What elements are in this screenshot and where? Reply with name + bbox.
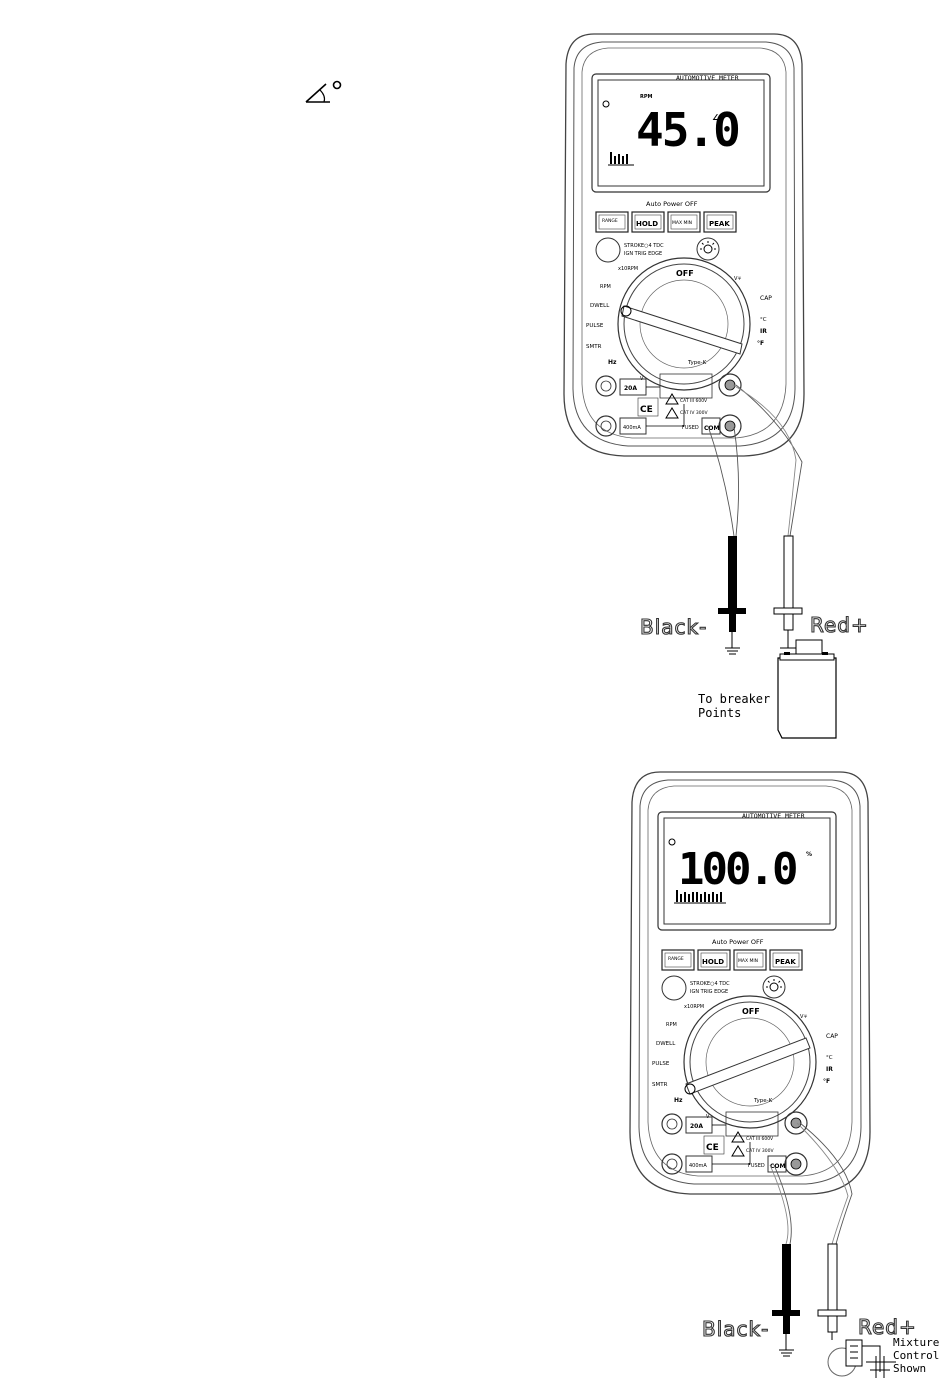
meter-2-auto-power: Auto Power OFF	[712, 938, 764, 946]
meter-1-warning-2: CAT IV 300V	[680, 410, 708, 416]
meter-1-brand: AUTOMOTIVE METER	[676, 74, 739, 82]
meter-1-dial-rpm: RPM	[600, 284, 611, 290]
meter-2-dial-pulse: PULSE	[652, 1061, 670, 1067]
probe-2-red-label: Red+	[858, 1315, 917, 1339]
multimeter-2: AUTOMOTIVE METER 100.0 % Auto Power OFF …	[629, 771, 871, 1195]
meter-1-ce-mark: CE	[640, 405, 653, 415]
coil-label-line-1: To breaker	[698, 692, 770, 706]
meter-2-btn-range[interactable]: RANGE	[668, 956, 684, 962]
dwell-angle-icon	[305, 80, 342, 103]
meter-2-trigger-1: STROKE○4 TDC	[690, 981, 730, 987]
meter-2-dial-rpm: RPM	[666, 1022, 677, 1028]
black-probe-2	[772, 1244, 800, 1357]
mixture-label-line-1: Mixture	[893, 1336, 939, 1349]
meter-2-brand: AUTOMOTIVE METER	[742, 812, 805, 820]
meter-2-btn-maxmin[interactable]: MAX MIN	[738, 958, 758, 964]
meter-1-dial-pulse: PULSE	[586, 323, 604, 329]
meter-2-dial-smtr: SMTR	[652, 1082, 668, 1088]
meter-2-dial-dwell: DWELL	[656, 1041, 676, 1047]
meter-2-dial-off: OFF	[742, 1007, 760, 1016]
meter-1-dial-c: °C	[760, 317, 767, 323]
meter-1-jack-com: COM	[704, 425, 720, 432]
mixture-control-solenoid	[827, 1339, 896, 1378]
meter-2-btn-peak[interactable]: PEAK	[775, 958, 796, 966]
meter-2-dial-typek: Type-K	[753, 1098, 773, 1104]
meter-2-warning-1: CAT III 600V	[746, 1136, 774, 1142]
probe-2-black-label: Black-	[702, 1317, 769, 1341]
meter-1-warning-1: CAT III 600V	[680, 398, 708, 404]
meter-1-unit-top: RPM	[640, 94, 653, 100]
meter-1-dial-typek: Type-K	[687, 360, 707, 366]
red-probe-2	[817, 1243, 847, 1340]
meter-1-dial-hz: Hz	[608, 359, 617, 366]
meter-1-dial-cap: CAP	[760, 295, 772, 302]
meter-2-unit-top: %	[806, 851, 812, 858]
mixture-label-line-2: Control	[893, 1349, 939, 1362]
meter-1-btn-range[interactable]: RANGE	[602, 218, 618, 224]
meter-1-leads	[707, 384, 803, 537]
meter-2-warning-2: CAT IV 300V	[746, 1148, 774, 1154]
meter-2-dial-c: °C	[826, 1055, 833, 1061]
multimeter-1: AUTOMOTIVE METER RPM 45.0 ∠ Auto Power O…	[563, 33, 805, 457]
meter-1-auto-power: Auto Power OFF	[646, 200, 698, 208]
ignition-coil	[777, 639, 837, 739]
mixture-label-line-3: Shown	[893, 1362, 926, 1375]
meter-2-jack-400ma: 400mA	[689, 1163, 707, 1169]
probe-1-red-label: Red+	[810, 613, 869, 637]
meter-1-dial-v: V	[640, 376, 644, 382]
meter-1-jack-20a: 20A	[624, 385, 637, 392]
meter-1-trigger-1: STROKE○4 TDC	[624, 243, 664, 249]
meter-2-dial-ir: IR	[826, 1066, 833, 1073]
meter-1-btn-maxmin[interactable]: MAX MIN	[672, 220, 692, 226]
red-probe-1	[773, 535, 803, 649]
meter-2-dial-v: V	[706, 1114, 710, 1120]
meter-1-btn-hold[interactable]: HOLD	[636, 220, 658, 228]
meter-2-btn-hold[interactable]: HOLD	[702, 958, 724, 966]
meter-2-dial-x10rpm: x10RPM	[684, 1004, 704, 1010]
meter-1-btn-peak[interactable]: PEAK	[709, 220, 730, 228]
coil-label-line-2: Points	[698, 706, 741, 720]
meter-1-jack-400ma: 400mA	[623, 425, 641, 431]
meter-2-dial-hz: Hz	[674, 1097, 683, 1104]
meter-1-dial-dwell: DWELL	[590, 303, 610, 309]
meter-1-unit-right: ∠	[712, 113, 719, 122]
meter-1-dial-f: °F	[757, 340, 764, 347]
meter-2-trigger-2: IGN TRIG EDGE	[690, 989, 728, 995]
meter-1-dial-x10rpm: x10RPM	[618, 266, 638, 272]
meter-1-dial-pointer[interactable]	[620, 305, 743, 355]
meter-1-reading: 45.0	[636, 103, 739, 157]
meter-2-jack-20a: 20A	[690, 1123, 703, 1130]
meter-2-fused: FUSED	[748, 1163, 765, 1169]
meter-2-leads	[769, 1122, 853, 1245]
probe-1-black-label: Black-	[640, 615, 707, 639]
meter-2-reading: 100.0	[678, 844, 796, 895]
meter-2-dial-cap: CAP	[826, 1033, 838, 1040]
meter-1-dial-smtr: SMTR	[586, 344, 602, 350]
meter-1-dial-vmax: V∓	[734, 276, 742, 282]
meter-1-dial-ir: IR	[760, 328, 767, 335]
meter-1-fused: FUSED	[682, 425, 699, 431]
meter-2-jack-com: COM	[770, 1163, 786, 1170]
meter-2-ce-mark: CE	[706, 1143, 719, 1153]
meter-1-dial-off: OFF	[676, 269, 694, 278]
meter-2-dial-pointer[interactable]	[684, 1037, 811, 1095]
meter-1-trigger-2: IGN TRIG EDGE	[624, 251, 662, 257]
meter-2-dial-vmax: V∓	[800, 1014, 808, 1020]
meter-2-dial-f: °F	[823, 1078, 830, 1085]
black-probe-1	[718, 536, 746, 655]
